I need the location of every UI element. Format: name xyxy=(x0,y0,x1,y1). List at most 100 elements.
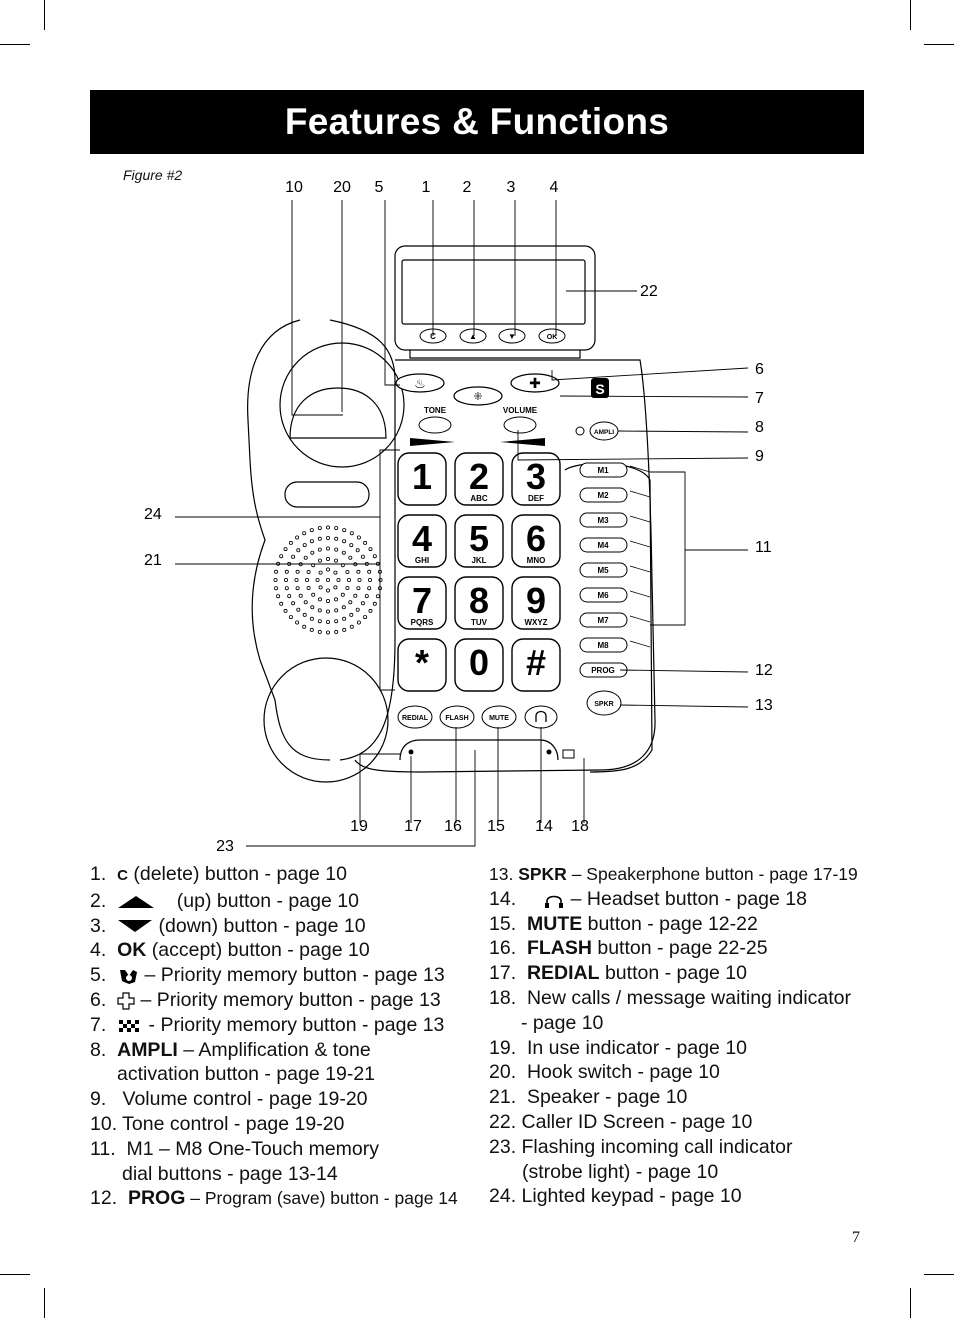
legend-item: 20. Hook switch - page 10 xyxy=(489,1061,720,1084)
legend-item: 23. Flashing incoming call indicator xyxy=(489,1135,793,1158)
ampli-label: AMPLI xyxy=(594,429,614,436)
legend-left: 1. C (delete) button - page 10 2. (up) b… xyxy=(90,862,458,1211)
function-key: REDIAL xyxy=(397,705,433,729)
callout-number: 24 xyxy=(144,506,162,523)
function-key: FLASH xyxy=(439,705,475,729)
memory-key-label: M8 xyxy=(597,641,609,650)
legend-item: 21. Speaker - page 10 xyxy=(489,1086,688,1109)
callout-number: 23 xyxy=(216,838,234,855)
callout-number: 18 xyxy=(571,818,589,835)
keypad-digit: 1 xyxy=(412,456,432,497)
callout-number: 17 xyxy=(404,818,422,835)
volume-label: VOLUME xyxy=(503,406,538,415)
nav-key-down: ▼ xyxy=(498,328,526,344)
up-arrow-icon xyxy=(118,895,155,908)
memory-key-label: M3 xyxy=(597,516,609,525)
nav-key-label: ▼ xyxy=(508,332,516,341)
spkr-key-label: SPKR xyxy=(594,701,613,708)
memory-key-label: M5 xyxy=(597,566,609,575)
handset-slot xyxy=(284,481,370,508)
hook-switch xyxy=(289,387,387,439)
nav-key-label: C xyxy=(430,332,436,341)
nav-key-up: ▲ xyxy=(459,328,487,344)
crop-mark xyxy=(0,44,30,45)
down-arrow-icon xyxy=(118,920,153,933)
keypad-digit: 9 xyxy=(526,580,546,621)
callout-number: 2 xyxy=(463,179,472,196)
legend-item: 11. M1 – M8 One-Touch memory xyxy=(90,1137,380,1160)
crop-mark xyxy=(924,1274,954,1275)
keypad-digit: 8 xyxy=(469,580,489,621)
crop-mark xyxy=(910,1288,911,1318)
legend-item-continued: dial buttons - page 13-14 xyxy=(122,1162,338,1185)
callout-number: 4 xyxy=(550,179,559,196)
legend-item: 14. – Headset button - page 18 xyxy=(489,887,807,910)
strobe-logo xyxy=(591,378,609,398)
nav-key-label: OK xyxy=(547,334,558,341)
callout-number: 20 xyxy=(333,179,351,196)
page-number: 7 xyxy=(852,1229,860,1246)
svg-text:✚: ✚ xyxy=(529,375,541,391)
keypad-digit: # xyxy=(526,642,546,683)
memory-key: M4 xyxy=(579,537,651,553)
mouthpiece xyxy=(263,657,389,783)
legend-item: 5. – Priority memory button - page 13 xyxy=(90,964,445,987)
keypad-letters: PQRS xyxy=(411,618,434,627)
legend-item: 15. MUTE button - page 12-22 xyxy=(489,912,758,935)
legend-item: 16. FLASH button - page 22-25 xyxy=(489,937,768,960)
legend-item: 10. Tone control - page 19-20 xyxy=(90,1112,345,1135)
legend-item: 2. (up) button - page 10 xyxy=(90,889,359,912)
fire-icon xyxy=(120,970,138,985)
crop-mark xyxy=(910,0,911,30)
spkr-key: SPKR xyxy=(586,690,622,716)
keypad-digit: 4 xyxy=(412,518,432,559)
keypad-letters: TUV xyxy=(471,618,488,627)
callout-number: 1 xyxy=(422,179,431,196)
keypad-letters: MNO xyxy=(527,556,546,565)
nav-keys: C ▲ ▼ OK xyxy=(419,328,566,344)
crop-mark xyxy=(44,1288,45,1318)
keypad-digit: 5 xyxy=(469,518,489,559)
keypad-digit: 0 xyxy=(469,642,489,683)
legend-item-continued: (strobe light) - page 10 xyxy=(522,1160,719,1183)
memory-key-label: M4 xyxy=(597,541,609,550)
memory-key-label: M1 xyxy=(597,466,609,475)
legend-item: 6. – Priority memory button - page 13 xyxy=(90,988,441,1011)
keypad-letters: WXYZ xyxy=(524,618,547,627)
legend-item: 13. SPKR – Speakerphone button - page 17… xyxy=(489,864,858,884)
legend-item: 7. - Priority memory button - page 13 xyxy=(90,1013,445,1036)
keypad-key: 1 xyxy=(397,452,447,506)
memory-key-label: M7 xyxy=(597,616,609,625)
legend-item-continued: activation button - page 19-21 xyxy=(117,1063,376,1086)
keypad-digit: 7 xyxy=(412,580,432,621)
callout-number: 13 xyxy=(755,697,773,714)
memory-key: M6 xyxy=(579,587,651,603)
keypad-digit: 3 xyxy=(526,456,546,497)
nav-key-ok: OK xyxy=(538,328,566,344)
callout-number: 14 xyxy=(535,818,553,835)
function-key-label: REDIAL xyxy=(402,715,429,722)
callout-number: 15 xyxy=(487,818,505,835)
callout-number: 12 xyxy=(755,662,773,679)
legend-item: 3. (down) button - page 10 xyxy=(90,914,366,937)
memory-key: M3 xyxy=(579,512,651,528)
callout-number: 16 xyxy=(444,818,462,835)
svg-text:♨: ♨ xyxy=(414,376,426,391)
function-key: MUTE xyxy=(481,705,517,729)
legend-item-continued: - page 10 xyxy=(521,1011,604,1034)
headset-icon xyxy=(545,895,564,908)
priority-key-medical xyxy=(510,373,560,393)
prog-key: PROG xyxy=(579,662,628,678)
memory-key: M7 xyxy=(579,612,651,628)
callout-number: 3 xyxy=(507,179,516,196)
callout-number: 8 xyxy=(755,419,764,436)
indicator-bar xyxy=(399,739,559,761)
